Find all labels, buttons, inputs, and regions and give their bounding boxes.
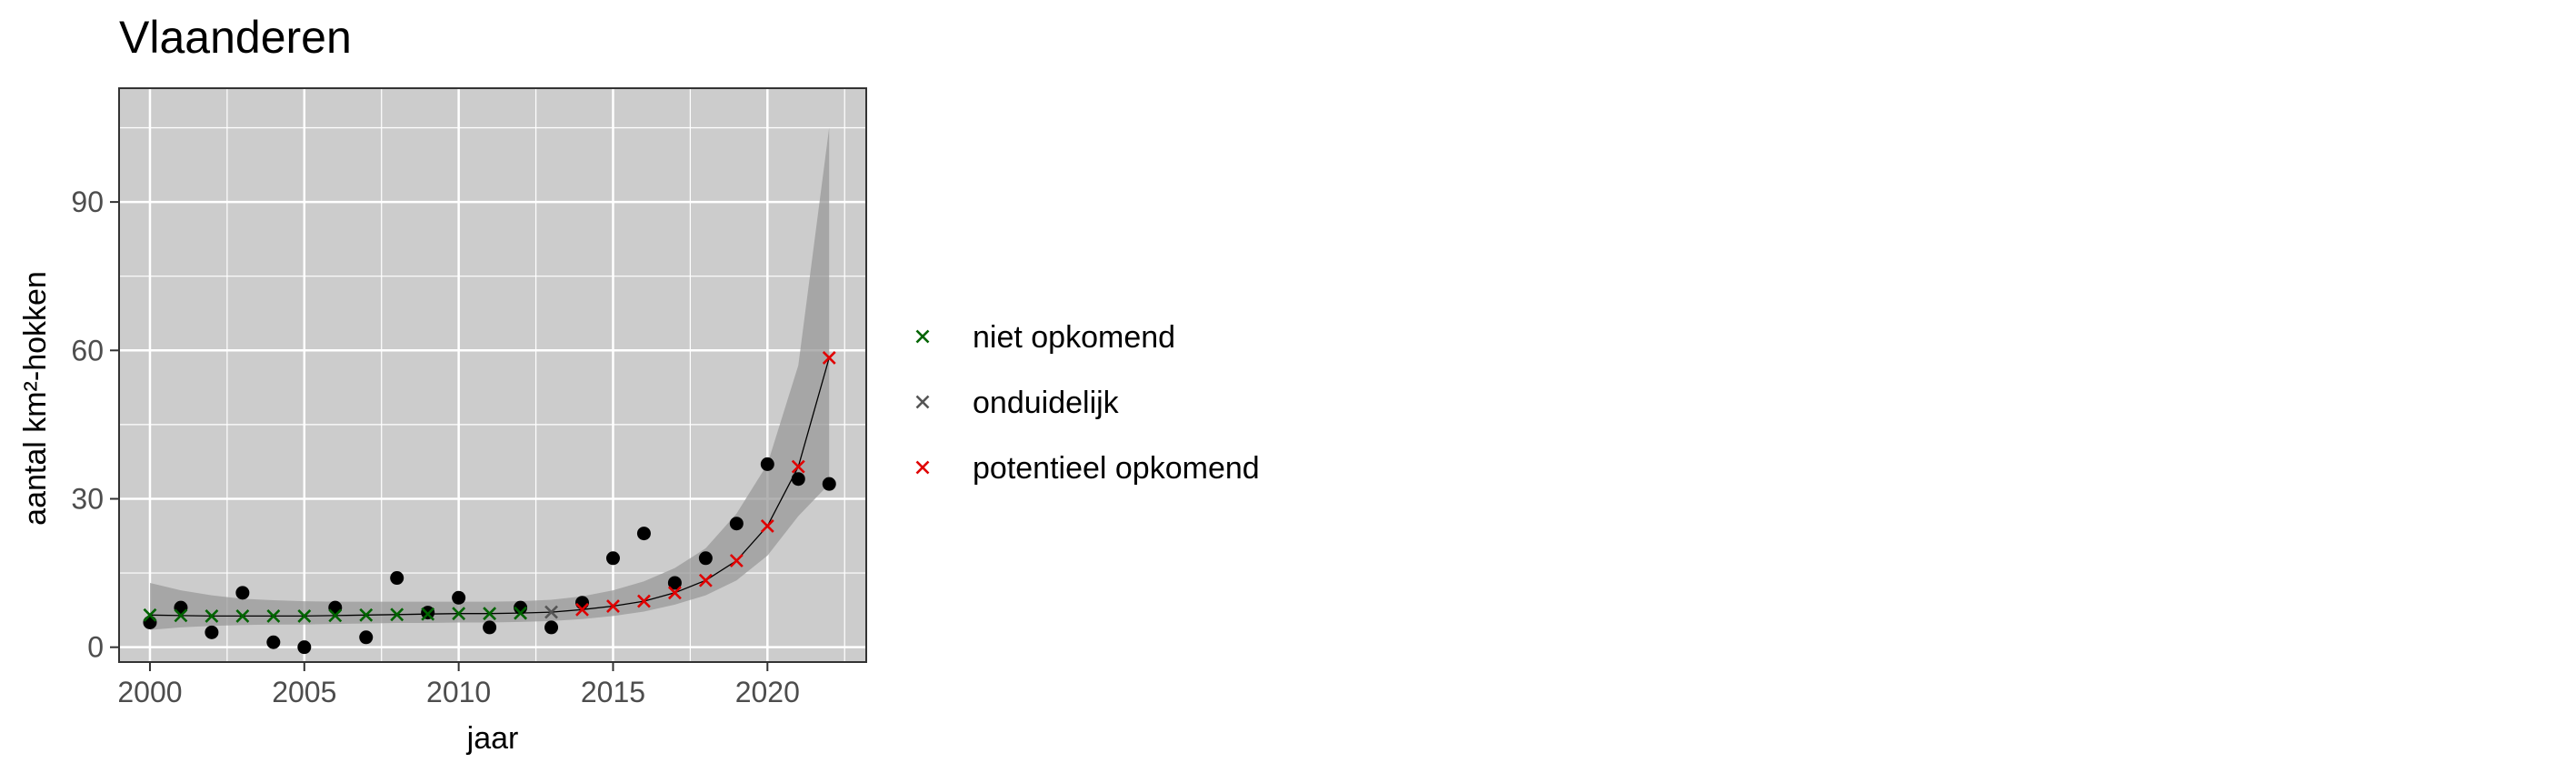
y-axis-label: aantal km²-hokken [18,271,53,526]
status-marker [421,607,435,621]
data-point [575,596,590,610]
status-marker [791,459,805,474]
axes: 0 30 60 90 2000 2005 2010 2015 2020 [71,87,867,708]
status-marker [514,606,527,620]
status-marker [698,573,713,587]
legend-key-icon [915,460,930,475]
y-tick-label: 0 [87,631,104,664]
legend-key-icon [915,395,930,409]
x-tick-label: 2020 [735,676,800,708]
x-tick-label: 2015 [581,676,645,708]
data-point [636,527,651,541]
data-point [791,472,805,487]
status-marker [266,608,281,623]
status-marker [822,351,836,365]
data-point [544,620,559,635]
data-point [822,477,836,491]
data-point [390,571,404,586]
legend-label: potentieel opkomend [973,451,1260,486]
grid-lines [119,88,866,662]
status-marker [359,607,374,622]
legend-label: onduidelijk [973,386,1120,420]
status-marker [390,607,404,622]
legend: niet opkomend onduidelijk potentieel opkom… [915,320,1260,486]
data-point [698,551,713,566]
panel-background [119,88,866,662]
data-point [297,640,312,655]
chart-title: Vlaanderen [119,12,352,63]
status-marker [452,607,466,621]
data-point [235,586,250,600]
status-marker [606,599,620,613]
data-point [266,635,281,649]
status-marker [483,607,497,621]
status-marker [143,607,157,622]
y-tick-label: 60 [71,334,104,366]
status-marker [205,608,219,623]
y-tick-label: 90 [71,186,104,218]
x-axis-label: jaar [466,721,519,756]
x-tick-label: 2010 [426,676,491,708]
data-point [205,625,219,639]
data-point [452,590,466,605]
panel-border [118,87,867,663]
status-marker [667,586,682,600]
data-point [760,457,774,471]
data-point [483,620,497,635]
y-tick-label: 30 [71,482,104,515]
status-marker [729,554,744,567]
data-point [667,576,682,590]
x-tick-label: 2005 [272,676,336,708]
status-marker [174,608,188,623]
status-marker [235,608,250,623]
data-point [605,551,620,566]
plot-panel [119,88,866,662]
data-point [359,630,374,645]
status-marker [760,518,774,533]
x-tick-label: 2000 [117,676,182,708]
status-marker [328,608,343,623]
legend-key-icon [915,329,930,344]
status-marker [575,602,589,617]
status-markers [143,351,836,623]
status-marker [297,608,312,623]
status-marker [637,594,651,608]
legend-label: niet opkomend [973,320,1175,355]
status-marker [544,605,558,619]
data-point [143,615,157,629]
data-point [729,517,744,531]
